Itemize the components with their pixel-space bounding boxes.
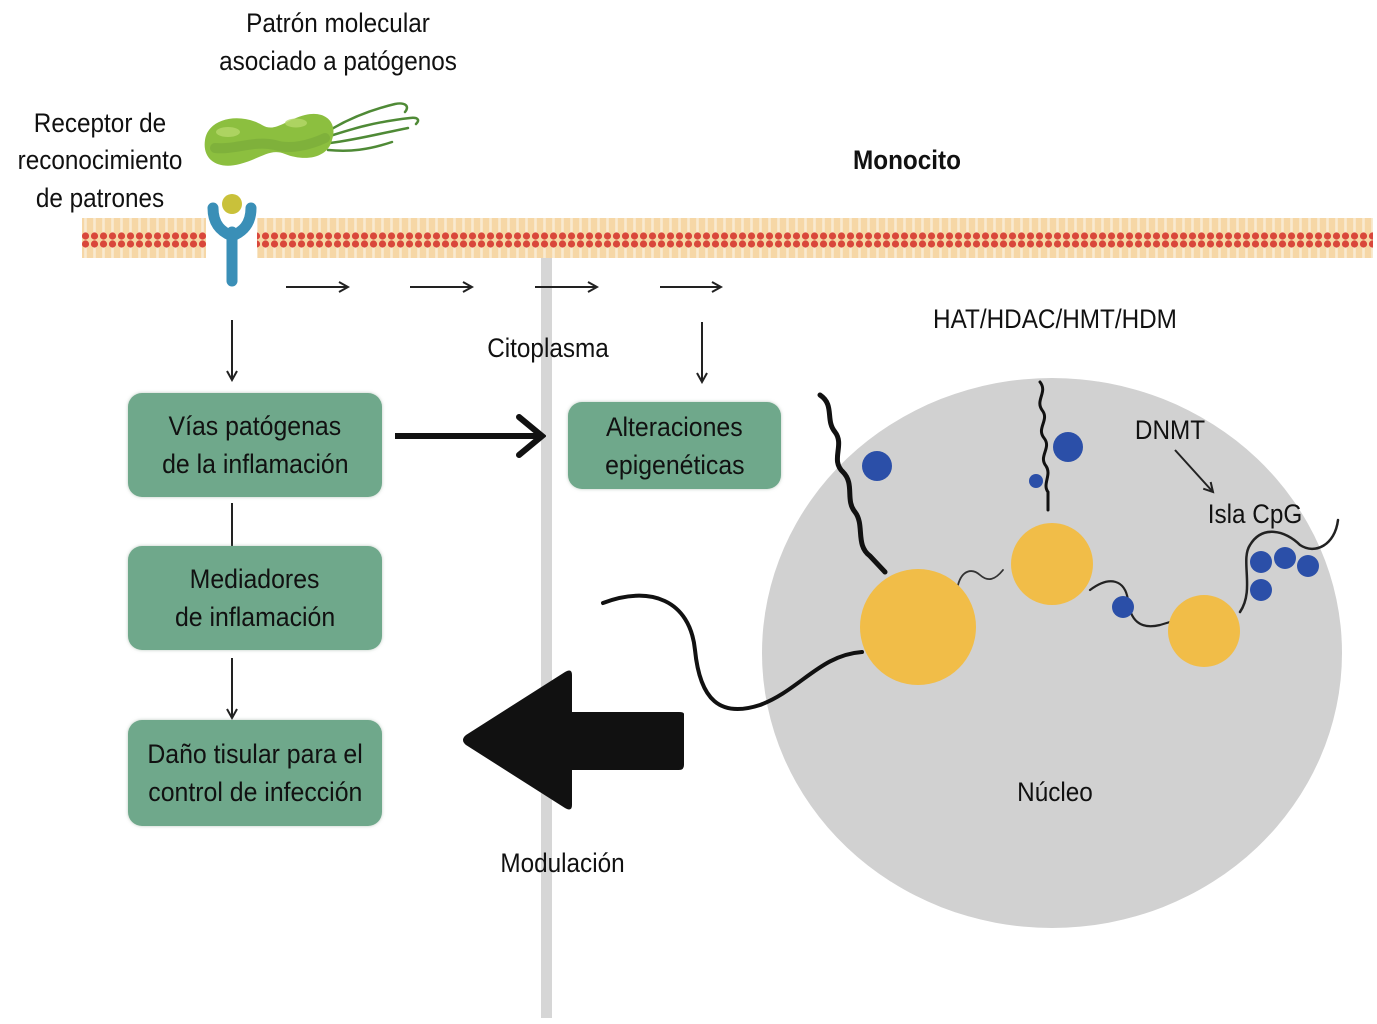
box-text-line2: control de infección: [147, 777, 363, 807]
box-inflammation-pathways: Vías patógenas de la inflamación: [128, 393, 382, 497]
nucleus: [762, 378, 1342, 928]
bacterium-icon: [204, 102, 420, 166]
box-text-line1: Daño tisular para el: [147, 739, 363, 769]
cytoplasm-divider: [541, 258, 552, 1018]
cell-label: Monocito: [853, 145, 961, 175]
histones: [860, 523, 1240, 685]
histone: [1011, 523, 1093, 605]
methyl-mark: [1250, 579, 1272, 601]
modulation-label: Modulación: [500, 848, 625, 878]
dnmt-label: DNMT: [1134, 415, 1206, 445]
pamp-label-line1: Patrón molecular: [246, 8, 430, 38]
nucleus-label: Núcleo: [1017, 777, 1093, 807]
histone: [1168, 595, 1240, 667]
signal-arrows: [232, 287, 721, 718]
box-text-line2: epigenéticas: [604, 449, 745, 480]
modulation-arrow: [463, 670, 684, 810]
box-tissue-damage: Daño tisular para el control de infecció…: [128, 720, 382, 826]
methyl-mark: [1053, 432, 1083, 462]
enzymes-label: HAT/HDAC/HMT/HDM: [933, 304, 1177, 334]
prr-label-line1: Receptor de: [33, 108, 167, 138]
methyl-mark: [1274, 547, 1296, 569]
cpg-island-label: Isla CpG: [1207, 499, 1303, 529]
box-epigenetic-alterations: Alteraciones epigenéticas: [568, 402, 781, 489]
dna-strand-exit: [601, 593, 864, 712]
methyl-mark: [1250, 551, 1272, 573]
box-text-line1: Vías patógenas: [168, 411, 342, 441]
pamp-label-line2: asociado a patógenos: [219, 46, 457, 76]
histone-tail-2: [1038, 380, 1050, 512]
methyl-mark: [1297, 555, 1319, 577]
box-text-line2: de la inflamación: [161, 449, 349, 479]
methyl-mark: [1029, 474, 1043, 488]
methyl-mark: [862, 451, 892, 481]
box-text-line1: Mediadores: [190, 564, 320, 594]
box-text-line2: de inflamación: [174, 602, 336, 632]
box-inflammation-mediators: Mediadores de inflamación: [128, 546, 382, 650]
methyl-mark: [1112, 596, 1134, 618]
cell-membrane: [82, 218, 1373, 258]
methyl-marks: [862, 432, 1319, 618]
cytoplasm-label: Citoplasma: [487, 333, 609, 363]
prr-label-line3: de patrones: [35, 183, 165, 213]
ligand-icon: [222, 194, 242, 214]
receptor-icon: [207, 194, 257, 287]
prr-label-line2: reconocimiento: [17, 145, 183, 175]
box-text-line1: Alteraciones: [606, 411, 743, 442]
dnmt-arrow: [1174, 449, 1213, 492]
histone-tail-1: [817, 392, 888, 575]
histone: [860, 569, 976, 685]
chromatin: [601, 380, 1340, 712]
